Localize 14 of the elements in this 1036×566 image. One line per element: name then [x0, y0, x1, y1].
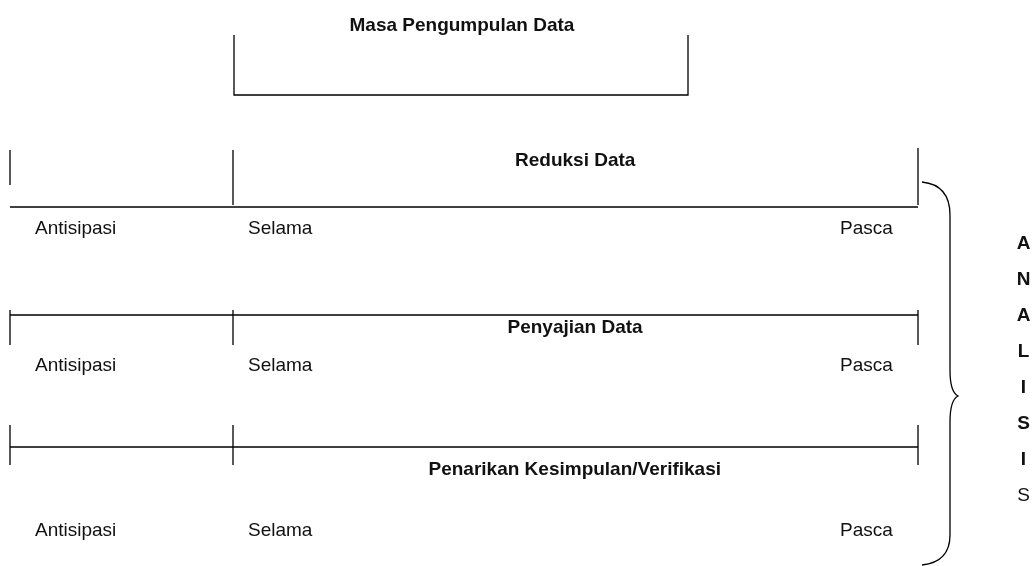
phase-label: Antisipasi: [35, 217, 117, 239]
row-heading: Reduksi Data: [515, 149, 636, 171]
phase-label: Selama: [248, 519, 313, 541]
row-heading: Penyajian Data: [507, 316, 643, 338]
heading: Masa Pengumpulan Data: [349, 14, 575, 36]
phase-label: Antisipasi: [35, 354, 117, 376]
phase-label: Selama: [248, 354, 313, 376]
phase-label: Antisipasi: [35, 519, 117, 541]
vertical-word: ANALISIS: [1012, 232, 1034, 520]
phase-label: Pasca: [840, 217, 893, 239]
phase-label: Pasca: [840, 519, 893, 541]
phase-label: Selama: [248, 217, 313, 239]
row-heading: Penarikan Kesimpulan/Verifikasi: [428, 458, 722, 480]
phase-label: Pasca: [840, 354, 893, 376]
